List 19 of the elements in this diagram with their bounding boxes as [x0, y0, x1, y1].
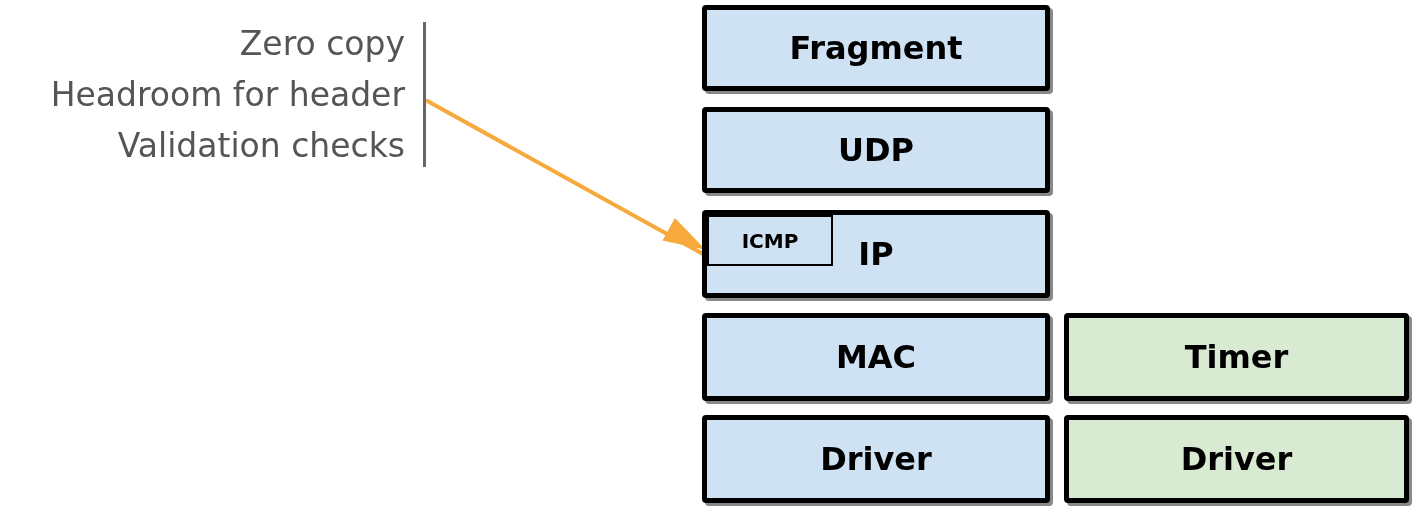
- layer-box: [702, 313, 1050, 401]
- layer-label: MAC: [835, 338, 917, 376]
- layer-label: Driver: [820, 440, 932, 478]
- layer-box: [702, 210, 1050, 298]
- annotation-text: Validation checks: [117, 125, 405, 167]
- layer-box: [702, 107, 1050, 193]
- layer-label: ICMP: [741, 228, 799, 253]
- layer-label: Fragment: [789, 29, 963, 67]
- layer-box: [1064, 415, 1409, 503]
- layer-box: [702, 5, 1050, 91]
- annotation-text: Headroom for header: [50, 74, 405, 116]
- layer-label: Driver: [1180, 440, 1293, 478]
- layer-label: UDP: [838, 131, 914, 169]
- annotation-text: Zero copy: [239, 23, 405, 65]
- layer-box: [702, 415, 1050, 503]
- layer-label: Timer: [1184, 338, 1289, 376]
- layer-box: [1064, 313, 1409, 401]
- layer-box: [707, 215, 833, 266]
- layer-label: IP: [858, 235, 894, 273]
